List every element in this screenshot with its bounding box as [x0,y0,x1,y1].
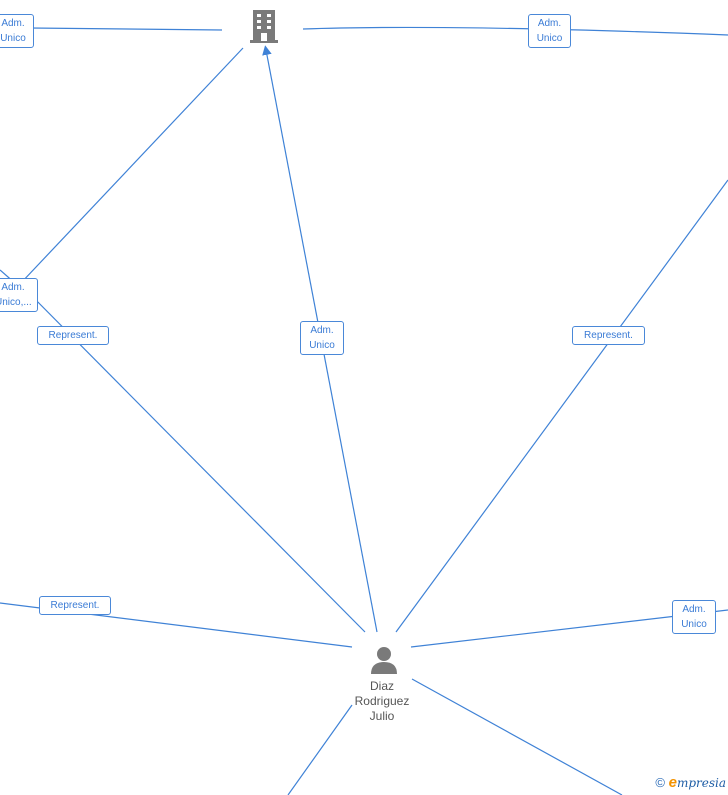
edge-company-right [302,26,728,36]
edge-label-adm-unico-right[interactable]: Adm. Unico [672,600,716,634]
edge-label-adm-unico-top-right[interactable]: Adm. Unico [528,14,571,48]
edge-company-left [29,27,223,31]
edge-label-represent-bottom-left[interactable]: Represent. [39,596,111,615]
person-icon[interactable] [369,645,399,675]
edge-label-adm-unico-center[interactable]: Adm. Unico [300,321,344,355]
copyright-symbol: © [655,775,665,790]
brand-initial: e [668,774,677,791]
person-name[interactable]: Diaz Rodriguez Julio [354,679,410,723]
edge-company-lower-left [19,47,244,285]
edge-label-adm-unico-top-left[interactable]: Adm. Unico [0,14,34,48]
edge-person-bottom-right [411,678,623,795]
edge-person-bottom-left [287,704,353,795]
edge-label-represent-left[interactable]: Represent. [37,326,109,345]
edge-label-represent-right[interactable]: Represent. [572,326,645,345]
edge-person-represent-right [395,179,728,633]
edge-label-adm-unico-left-truncated[interactable]: Adm. Unico,... [0,278,38,312]
brand-name: mpresia [676,776,726,790]
building-icon[interactable] [248,8,280,44]
empresia-logo: © empresia [655,774,726,791]
